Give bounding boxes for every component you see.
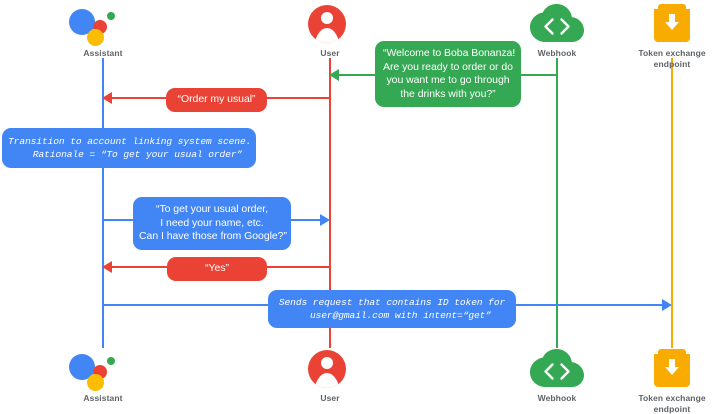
message-bubble-ask-for-profile: “To get your usual order, I need your na… — [133, 197, 291, 250]
cloud-code-icon — [497, 347, 617, 391]
actor-label-webhook: Webhook — [537, 48, 577, 58]
assistant-yellow-dot-icon — [87, 29, 104, 46]
cloud-code-icon — [497, 2, 617, 46]
actor-webhook-top: Webhook — [497, 2, 617, 59]
google-assistant-icon — [43, 347, 163, 391]
endpoint-box-shape — [654, 4, 690, 42]
message-arrowhead-ask-for-profile — [320, 214, 330, 226]
endpoint-label-line1: Token exchange — [638, 393, 706, 403]
note-line: user@gmail.com with intent=“get” — [292, 310, 491, 321]
lifeline-assistant — [102, 58, 104, 348]
lifeline-user — [329, 58, 331, 348]
actor-endpoint-top: Token exchange endpoint — [612, 2, 725, 69]
message-bubble-order-my-usual: “Order my usual” — [166, 88, 267, 112]
endpoint-box-notch — [654, 349, 690, 354]
actor-label-webhook: Webhook — [537, 393, 577, 403]
assistant-green-dot-icon — [107, 357, 115, 365]
endpoint-label-line1: Token exchange — [638, 48, 706, 58]
bubble-line: the drinks with you?” — [400, 87, 496, 100]
actor-user-top: User — [270, 2, 390, 59]
actor-label-assistant: Assistant — [83, 393, 123, 403]
note-line: Transition to account linking system sce… — [8, 136, 252, 147]
user-body-shape — [314, 373, 340, 388]
user-body-shape — [314, 28, 340, 43]
user-avatar-icon — [270, 2, 390, 46]
actor-label-user: User — [320, 48, 340, 58]
message-bubble-welcome: “Welcome to Boba Bonanza! Are you ready … — [375, 41, 521, 107]
actor-label-assistant: Assistant — [83, 48, 123, 58]
bubble-line: “To get your usual order, — [156, 203, 268, 215]
actor-label-user: User — [320, 393, 340, 403]
message-arrowhead-sends-request — [662, 299, 672, 311]
lifeline-webhook — [556, 58, 558, 348]
message-note-sends-request: Sends request that contains ID token for… — [268, 290, 516, 328]
download-arrow-icon — [663, 12, 681, 39]
bubble-line: “Order my usual” — [177, 93, 256, 105]
lifeline-endpoint — [671, 58, 673, 348]
endpoint-box-notch — [654, 4, 690, 9]
actor-assistant-bottom: Assistant — [43, 347, 163, 404]
bubble-line: Can I have those from Google?” — [139, 230, 287, 242]
actor-endpoint-bottom: Token exchange endpoint — [612, 347, 725, 414]
assistant-yellow-dot-icon — [87, 374, 104, 391]
note-line: Sends request that contains ID token for — [278, 297, 506, 308]
actor-label-endpoint: Token exchange endpoint — [612, 393, 725, 414]
actor-label-endpoint: Token exchange endpoint — [612, 48, 725, 69]
endpoint-label-line2: endpoint — [653, 58, 691, 69]
bubble-line: “Yes” — [205, 262, 229, 274]
user-avatar-icon — [270, 347, 390, 391]
note-line: Rationale = “To get your usual order” — [15, 149, 243, 160]
bubble-line: Are you ready to order or do — [383, 60, 513, 73]
message-bubble-yes: “Yes” — [167, 257, 267, 281]
endpoint-box-shape — [654, 349, 690, 387]
download-box-icon — [612, 2, 725, 46]
cloud-shape — [530, 349, 584, 389]
message-arrowhead-welcome — [329, 69, 339, 81]
google-assistant-icon — [43, 2, 163, 46]
download-box-icon — [612, 347, 725, 391]
cloud-shape — [530, 4, 584, 44]
bubble-line: “Welcome to Boba Bonanza! — [383, 47, 516, 59]
message-arrowhead-order-my-usual — [102, 92, 112, 104]
message-note-transition: Transition to account linking system sce… — [2, 128, 256, 168]
bubble-line: I need your name, etc. — [160, 216, 264, 229]
endpoint-label-line2: endpoint — [653, 403, 691, 414]
user-head-shape — [321, 12, 333, 24]
user-avatar-circle — [308, 350, 346, 388]
download-arrow-icon — [663, 357, 681, 384]
user-head-shape — [321, 357, 333, 369]
message-arrowhead-yes — [102, 261, 112, 273]
user-avatar-circle — [308, 5, 346, 43]
actor-assistant-top: Assistant — [43, 2, 163, 59]
actor-webhook-bottom: Webhook — [497, 347, 617, 404]
actor-user-bottom: User — [270, 347, 390, 404]
assistant-green-dot-icon — [107, 12, 115, 20]
bubble-line: you want me to go through — [386, 74, 510, 86]
